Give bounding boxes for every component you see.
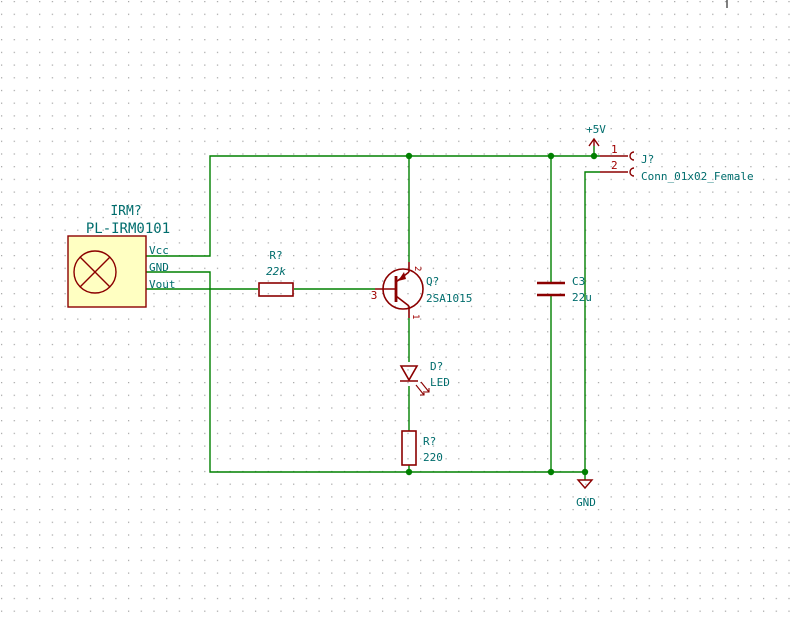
- capacitor-value: 22u: [572, 291, 592, 304]
- led-light-arrow-b: [425, 388, 430, 393]
- junctions: [405, 152, 598, 476]
- connector-pin2-number: 2: [611, 159, 618, 172]
- transistor-symbol[interactable]: 3 2 1 Q? 2SA1015: [371, 262, 473, 319]
- junction-dot: [590, 152, 598, 160]
- resistor-base-value: 22k: [266, 265, 286, 278]
- connector-socket-2-icon: [629, 167, 635, 177]
- lamp-icon-cross-b: [79, 256, 111, 288]
- wire-gnd-rail[interactable]: [146, 271, 585, 473]
- led-light-arrow-a: [420, 391, 425, 396]
- led-triangle: [399, 365, 419, 382]
- led-reference: D?: [430, 360, 443, 373]
- wires: [146, 146, 600, 480]
- wire-vcc-rail[interactable]: [146, 155, 600, 257]
- led-light-ray-a: [415, 384, 425, 396]
- lamp-icon: [73, 250, 117, 294]
- ir-pin-gnd: GND: [149, 261, 169, 274]
- ir-module-reference: IRM?: [110, 204, 141, 219]
- capacitor-symbol[interactable]: C3 22u: [537, 275, 592, 304]
- led-light-ray-b: [420, 381, 430, 393]
- resistor-led-value: 220: [423, 451, 443, 464]
- ir-module-body: [67, 235, 147, 308]
- ground-icon: [576, 479, 594, 490]
- resistor-led-body: [401, 430, 417, 466]
- ir-pin-vcc: Vcc: [149, 244, 169, 257]
- ir-module-value: PL-IRM0101: [86, 221, 170, 237]
- power-5v-label: +5V: [586, 123, 606, 136]
- junction-dot: [581, 468, 589, 476]
- junction-dot: [405, 152, 413, 160]
- transistor-collector-lead: [395, 295, 410, 307]
- connector-reference: J?: [641, 153, 654, 166]
- transistor-emitter-arrow: [398, 272, 406, 281]
- transistor-value: 2SA1015: [426, 292, 472, 305]
- resistor-base-reference: R?: [269, 249, 282, 262]
- junction-dot: [405, 468, 413, 476]
- transistor-reference: Q?: [426, 275, 439, 288]
- led-value: LED: [430, 376, 450, 389]
- capacitor-reference: C3: [572, 275, 585, 288]
- resistor-led-symbol[interactable]: R? 220: [401, 430, 443, 466]
- resistor-base-body: [258, 282, 294, 297]
- ir-module-symbol[interactable]: IRM? PL-IRM0101 Vcc GND Vout: [67, 204, 176, 308]
- resistor-led-reference: R?: [423, 435, 436, 448]
- power-5v-symbol[interactable]: +5V: [586, 123, 606, 147]
- transistor-pin-collector: 1: [410, 314, 420, 319]
- ir-pin-vout: Vout: [149, 278, 176, 291]
- connector-value: Conn_01x02_Female: [641, 170, 754, 183]
- connector-symbol[interactable]: 1 2 J? Conn_01x02_Female: [600, 143, 754, 183]
- resistor-base-symbol[interactable]: R? 22k: [258, 249, 294, 297]
- power-gnd-symbol[interactable]: GND: [576, 479, 596, 509]
- transistor-pin-emitter: 2: [412, 266, 422, 271]
- connector-pin1-number: 1: [611, 143, 618, 156]
- junction-dot: [547, 152, 555, 160]
- junction-dot: [547, 468, 555, 476]
- wire-conn-pin2[interactable]: [584, 171, 600, 472]
- led-symbol[interactable]: D? LED: [399, 360, 450, 396]
- connector-socket-1-icon: [629, 151, 635, 161]
- transistor-pin-base: 3: [371, 289, 378, 302]
- power-gnd-label: GND: [576, 496, 596, 509]
